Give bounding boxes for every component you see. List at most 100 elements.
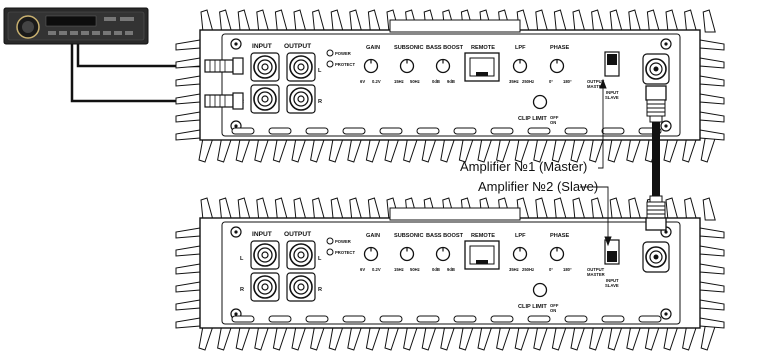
- vent-slot: [305, 127, 329, 135]
- remote-label: REMOTE: [471, 45, 495, 51]
- output-label: OUTPUT: [284, 231, 311, 238]
- remote-label: REMOTE: [471, 233, 495, 239]
- vent-slot: [490, 315, 514, 323]
- gain-min: 6V: [360, 79, 365, 84]
- gain-label: GAIN: [366, 45, 380, 51]
- power-label: POWER: [335, 239, 351, 244]
- output-mode-label: OUTPUT: [587, 267, 605, 272]
- lpf-max: 250Hz: [522, 267, 534, 272]
- master-label: MASTER: [587, 272, 605, 277]
- interconnect-cable: [645, 85, 667, 231]
- clip-on-label: ON: [550, 120, 556, 125]
- phase-max: 180°: [563, 79, 572, 84]
- lpf-min: 35Hz: [509, 267, 519, 272]
- left-label: L: [318, 256, 322, 262]
- protect-label: PROTECT: [335, 250, 355, 255]
- vent-slot: [453, 127, 477, 135]
- rca-plugs-master: [204, 57, 244, 110]
- input-label: INPUT: [252, 231, 272, 238]
- vent-slot: [564, 315, 588, 323]
- power-led-icon: [326, 237, 334, 245]
- vent-slot: [416, 127, 440, 135]
- subsonic-label: SUBSONIC: [394, 45, 424, 51]
- protect-led-icon: [326, 60, 334, 68]
- power-led-icon: [326, 49, 334, 57]
- power-label: POWER: [335, 51, 351, 56]
- gain-label: GAIN: [366, 233, 380, 239]
- right-label: R: [318, 99, 322, 105]
- slave-label: SLAVE: [605, 95, 619, 100]
- input-mode-label: INPUT: [606, 278, 619, 283]
- subsonic-min: 15Hz: [394, 267, 404, 272]
- subsonic-min: 15Hz: [394, 79, 404, 84]
- vent-slot: [268, 127, 292, 135]
- rca-cables-head-unit: [70, 44, 205, 103]
- lpf-min: 35Hz: [509, 79, 519, 84]
- output-mode-label: OUTPUT: [587, 79, 605, 84]
- rca-plug-icon: [204, 94, 234, 108]
- clip-limit-knob: [532, 282, 548, 298]
- rca-plug-icon: [204, 59, 234, 73]
- vent-slot: [268, 315, 292, 323]
- lpf-label: LPF: [515, 233, 526, 239]
- vent-slot: [638, 315, 662, 323]
- clip-limit-label: CLIP LIMIT: [518, 116, 547, 122]
- left-label: L: [240, 256, 244, 262]
- input-mode-label: INPUT: [606, 90, 619, 95]
- vent-slot: [527, 315, 551, 323]
- phase-min: 0°: [549, 267, 553, 272]
- vent-slot: [564, 127, 588, 135]
- gain-min: 6V: [360, 267, 365, 272]
- heatsink-fins: [175, 197, 725, 351]
- subsonic-max: 50Hz: [410, 267, 420, 272]
- vent-slot: [305, 315, 329, 323]
- vent-slot: [342, 127, 366, 135]
- slave-caption: Amplifier №2 (Slave): [478, 179, 598, 194]
- master-caption: Amplifier №1 (Master): [460, 159, 587, 174]
- phase-max: 180°: [563, 267, 572, 272]
- vent-slot: [453, 315, 477, 323]
- vent-slot: [231, 127, 255, 135]
- vent-slot: [601, 315, 625, 323]
- head-unit: [3, 7, 149, 45]
- control-panel: [221, 33, 681, 137]
- bass-max: 9dB: [447, 79, 455, 84]
- clip-on-label: ON: [550, 308, 556, 313]
- vent-slot: [490, 127, 514, 135]
- clip-off-label: OFF: [550, 303, 559, 308]
- gain-max: 0.2V: [372, 79, 381, 84]
- bass-min: 0dB: [432, 79, 440, 84]
- vent-slot: [416, 315, 440, 323]
- clip-limit-knob: [532, 94, 548, 110]
- amplifier-master: INPUTOUTPUTLRLRPOWERPROTECTGAIN6V0.2VSUB…: [175, 9, 725, 163]
- protect-label: PROTECT: [335, 62, 355, 67]
- lpf-max: 250Hz: [522, 79, 534, 84]
- lpf-label: LPF: [515, 45, 526, 51]
- control-panel: [221, 221, 681, 325]
- clip-limit-label: CLIP LIMIT: [518, 304, 547, 310]
- vent-slot: [342, 315, 366, 323]
- right-label: R: [240, 287, 244, 293]
- vent-slot: [527, 127, 551, 135]
- clip-off-label: OFF: [550, 115, 559, 120]
- right-label: R: [318, 287, 322, 293]
- bass-boost-label: BASS BOOST: [426, 233, 464, 239]
- master-label: MASTER: [587, 84, 605, 89]
- subsonic-max: 50Hz: [410, 79, 420, 84]
- protect-led-icon: [326, 248, 334, 256]
- phase-min: 0°: [549, 79, 553, 84]
- gain-max: 0.2V: [372, 267, 381, 272]
- output-label: OUTPUT: [284, 43, 311, 50]
- input-label: INPUT: [252, 43, 272, 50]
- vent-slot: [379, 315, 403, 323]
- caption-pointers: [580, 78, 612, 247]
- bass-boost-label: BASS BOOST: [426, 45, 464, 51]
- vent-slot: [601, 127, 625, 135]
- vent-slot: [231, 315, 255, 323]
- display-screen: [45, 15, 97, 27]
- vent-slot: [379, 127, 403, 135]
- slave-label: SLAVE: [605, 283, 619, 288]
- phase-label: PHASE: [550, 45, 570, 51]
